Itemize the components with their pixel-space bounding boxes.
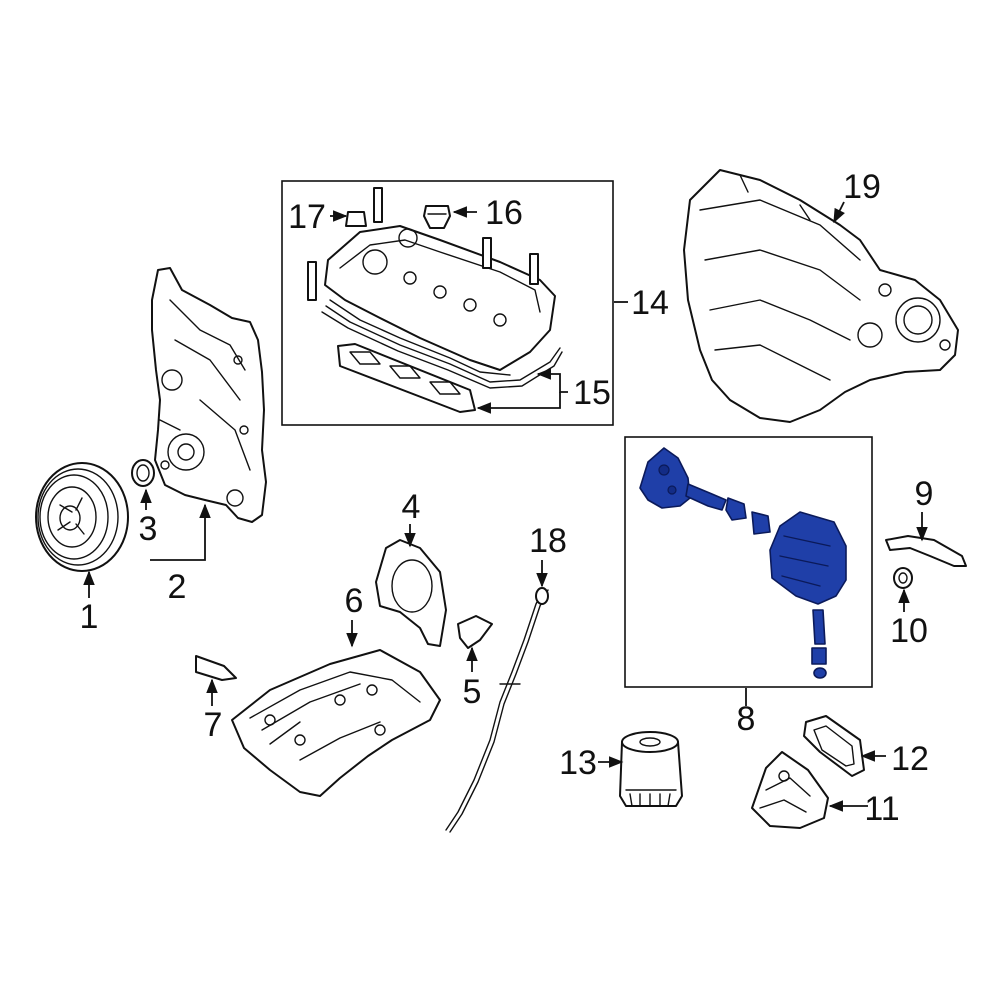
callout-16: 16: [485, 194, 523, 232]
callout-labels: 1 2 3 4 5 6 7 8 9 10 11 12 13 14 15 16 1…: [80, 168, 934, 828]
oil-pump-group-box: [624, 436, 873, 688]
baffle-clip: [457, 615, 493, 649]
callout-3: 3: [139, 510, 158, 548]
oil-pan: [231, 649, 441, 797]
oil-filter-adapter: [751, 751, 829, 829]
callout-5: 5: [463, 673, 482, 711]
oil-filter: [619, 731, 683, 807]
valve-cover: [324, 225, 556, 376]
callout-17: 17: [288, 198, 326, 236]
bolts: [307, 187, 539, 301]
intake-manifold: [683, 169, 959, 423]
spark-plug-tube-seal: [337, 343, 476, 413]
leader-lines: [83, 201, 928, 812]
oil-pump-assembly: [639, 447, 847, 679]
rear-seal-retainer: [375, 539, 447, 647]
callout-4: 4: [402, 488, 421, 526]
valve-cover-group-box: [281, 180, 614, 426]
timing-cover: [151, 267, 267, 523]
callout-14: 14: [631, 284, 669, 322]
callout-7: 7: [204, 706, 223, 744]
grommet: [345, 211, 367, 227]
callout-11: 11: [864, 790, 899, 828]
callout-6: 6: [345, 582, 364, 620]
sealant-tube: [195, 655, 237, 681]
callout-15: 15: [573, 374, 611, 412]
oil-filler-cap: [423, 205, 451, 229]
callout-19: 19: [843, 168, 881, 206]
oil-jet-bracket: [885, 535, 967, 567]
oil-filter-adapter-gasket: [803, 715, 865, 777]
callout-13: 13: [559, 744, 597, 782]
callout-10: 10: [890, 612, 928, 650]
callout-12: 12: [891, 740, 929, 778]
crankshaft-pulley: [35, 462, 129, 572]
callout-18: 18: [529, 522, 567, 560]
callout-1: 1: [80, 598, 99, 636]
oil-dipstick: [445, 587, 549, 833]
callout-2: 2: [168, 568, 187, 606]
washer: [893, 567, 913, 589]
callout-8: 8: [737, 700, 756, 738]
callout-9: 9: [915, 475, 934, 513]
front-seal: [131, 459, 155, 487]
